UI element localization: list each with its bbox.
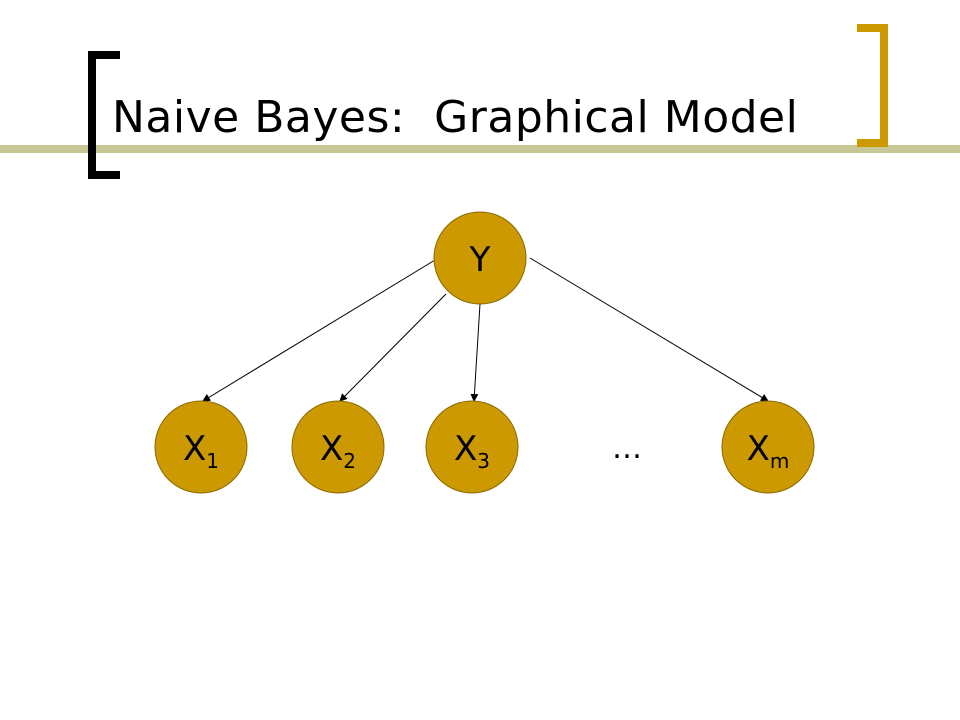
node-x2-subscript: 2 bbox=[343, 449, 356, 473]
node-x1-base: X bbox=[183, 429, 206, 469]
right-bracket bbox=[857, 24, 888, 147]
node-xm-base: X bbox=[747, 429, 770, 469]
slide-title: Naive Bayes: Graphical Model bbox=[112, 92, 799, 143]
node-x3-base: X bbox=[454, 429, 477, 469]
node-x1: X1 bbox=[154, 400, 248, 494]
edge-y-x1 bbox=[202, 259, 436, 402]
node-x3-subscript: 3 bbox=[477, 449, 490, 473]
node-x1-subscript: 1 bbox=[206, 449, 219, 473]
node-x2: X2 bbox=[291, 400, 385, 494]
node-xm: Xm bbox=[721, 400, 815, 494]
node-y: Y bbox=[433, 211, 527, 305]
title-underline-band bbox=[0, 145, 960, 153]
node-x2-circle bbox=[291, 400, 385, 494]
node-x1-circle bbox=[154, 400, 248, 494]
node-xm-subscript: m bbox=[770, 449, 789, 473]
node-x3-circle bbox=[425, 400, 519, 494]
edge-y-x3 bbox=[470, 303, 481, 402]
node-y-circle bbox=[433, 211, 527, 305]
node-x2-base: X bbox=[320, 429, 343, 469]
edge-y-xm bbox=[529, 257, 769, 402]
node-x2-label: X2 bbox=[320, 429, 356, 473]
ellipsis: … bbox=[612, 431, 642, 466]
node-x3-label: X3 bbox=[454, 429, 490, 473]
node-x3: X3 bbox=[425, 400, 519, 494]
node-x1-label: X1 bbox=[183, 429, 219, 473]
node-y-label: Y bbox=[469, 240, 491, 280]
node-xm-circle bbox=[721, 400, 815, 494]
left-bracket bbox=[88, 51, 120, 179]
node-xm-label: Xm bbox=[747, 429, 790, 473]
edge-y-x2 bbox=[339, 293, 447, 402]
edges bbox=[202, 257, 769, 402]
